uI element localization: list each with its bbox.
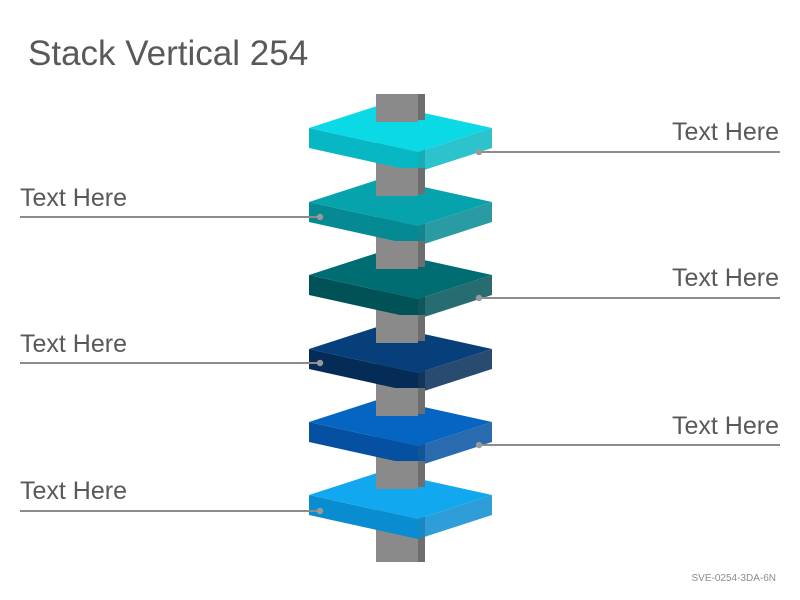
connector-6 xyxy=(20,507,324,515)
footer-code: SVE-0254-3DA-6N xyxy=(691,573,776,584)
page-title: Stack Vertical 254 xyxy=(28,34,309,73)
stack-layer-2 xyxy=(309,178,492,246)
connector-5 xyxy=(475,441,780,449)
stack-layer-1 xyxy=(309,104,492,172)
connector-1 xyxy=(475,148,780,156)
label-layer-2: Text Here xyxy=(20,184,127,212)
stack-layer-6 xyxy=(309,471,492,539)
label-layer-3: Text Here xyxy=(672,264,779,292)
stack-layer-5 xyxy=(309,398,492,466)
connector-3 xyxy=(475,294,780,302)
connector-4 xyxy=(20,359,324,367)
stack-layer-4 xyxy=(309,325,492,393)
pillar-front-segments xyxy=(376,94,425,489)
connector-2 xyxy=(20,213,324,221)
label-layer-1: Text Here xyxy=(672,118,779,146)
label-layer-5: Text Here xyxy=(672,412,779,440)
stack-layer-3 xyxy=(309,251,492,319)
label-layer-6: Text Here xyxy=(20,477,127,505)
label-layer-4: Text Here xyxy=(20,330,127,358)
